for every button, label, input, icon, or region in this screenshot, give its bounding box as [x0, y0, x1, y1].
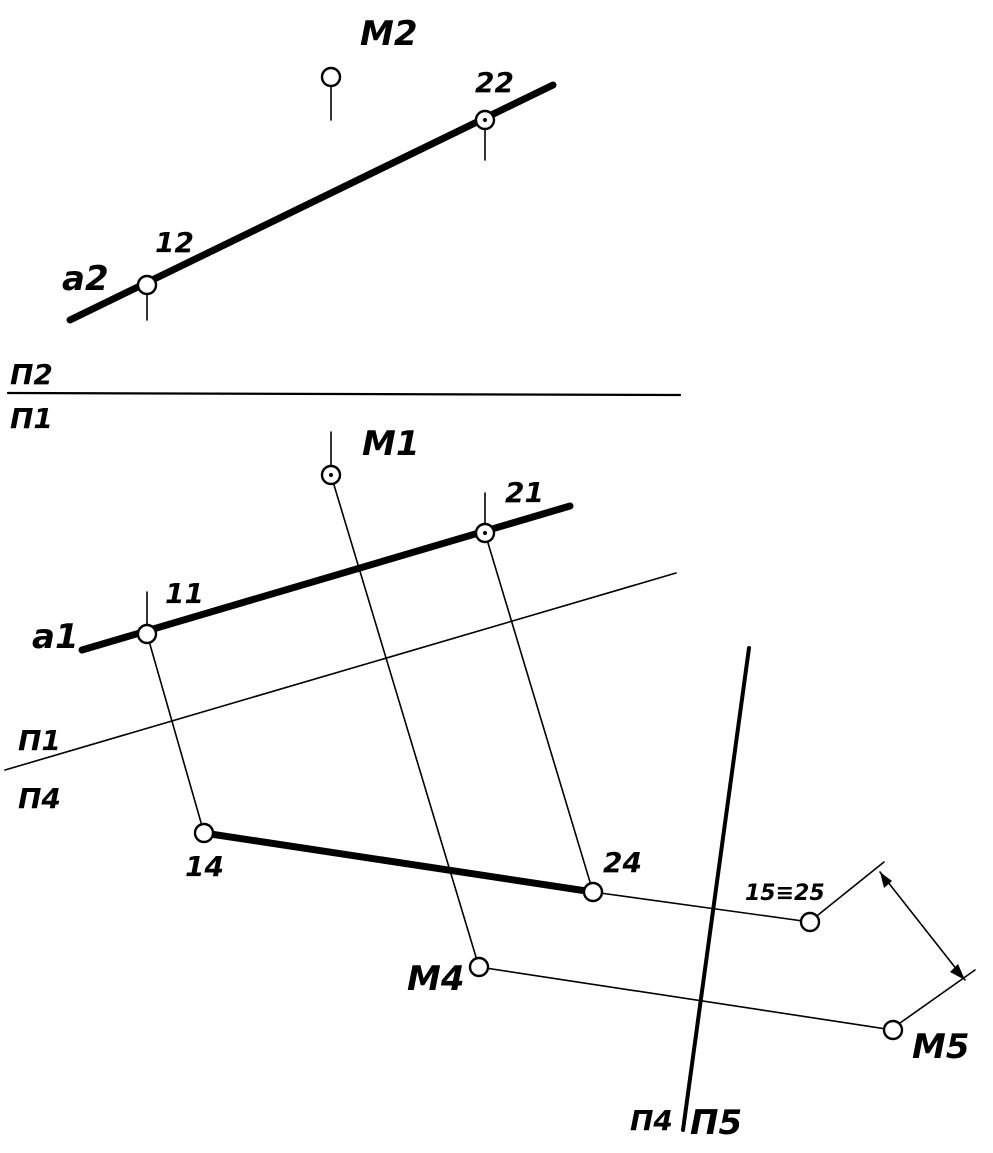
dimension-arrow-bottom [950, 964, 965, 980]
label-pi4-bottom: П4 [630, 1104, 673, 1137]
proj-line-M1-M4 [330, 474, 480, 968]
proj-line-21-24 [484, 532, 594, 893]
point-24 [582, 881, 604, 903]
label-pi5-bottom: П5 [690, 1103, 742, 1143]
label-14: 14 [185, 850, 224, 883]
label-pi2: П2 [10, 358, 53, 391]
proj-line-11-14 [146, 633, 205, 834]
label-15-25: 15≡25 [745, 881, 825, 906]
dimension-line [879, 871, 966, 981]
label-M2: M2 [360, 14, 418, 54]
point-11 [136, 623, 158, 645]
axis-pi4-pi5 [681, 646, 751, 1132]
point-M2 [320, 66, 342, 88]
label-a2: a2 [62, 259, 109, 299]
proj-line-M4-M5 [478, 966, 894, 1031]
dimension-arrow-top [880, 872, 892, 888]
point-14 [193, 822, 215, 844]
label-24: 24 [603, 846, 642, 879]
label-a1: a1 [32, 617, 79, 657]
label-22: 22 [475, 66, 514, 99]
point-15-25 [799, 911, 821, 933]
label-21: 21 [505, 476, 544, 509]
axis-pi2-pi1 [6, 391, 682, 397]
extension-line-bottom [899, 969, 976, 1024]
label-M5: M5 [912, 1027, 970, 1067]
axis-pi1-pi4 [4, 572, 677, 771]
point-M5 [882, 1019, 904, 1041]
label-M1: M1 [362, 424, 420, 464]
point-M4 [468, 956, 490, 978]
label-M4: M4 [407, 959, 465, 999]
point-12 [136, 274, 158, 296]
extension-line-top [817, 861, 885, 916]
proj-line-24-25 [592, 891, 811, 923]
label-pi1-top: П1 [10, 402, 53, 435]
line-a4 [200, 829, 597, 896]
label-pi1-mid: П1 [18, 724, 61, 757]
label-11: 11 [165, 577, 204, 610]
label-pi4-mid: П4 [18, 782, 61, 815]
label-12: 12 [155, 226, 194, 259]
